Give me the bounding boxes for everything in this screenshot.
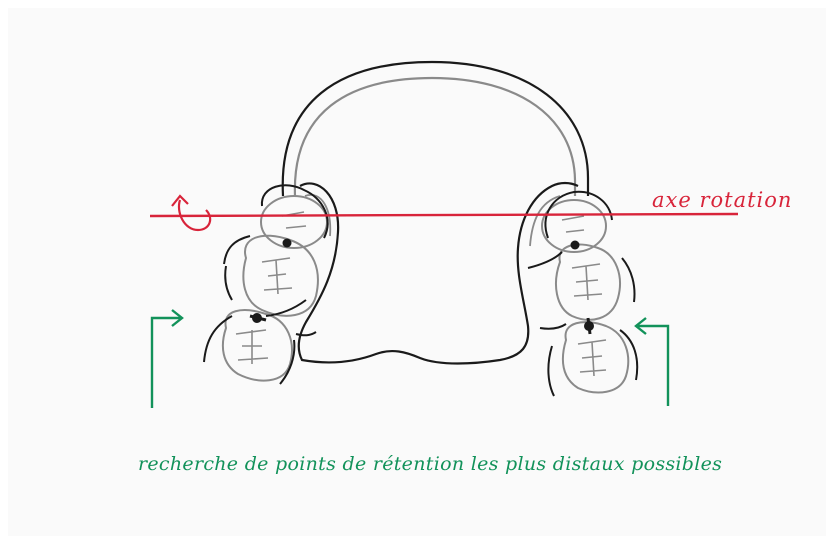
palatal-arch-inner [293, 76, 577, 197]
retention-point-right-premolar [570, 240, 580, 250]
left-teeth [203, 184, 329, 385]
left-premolar-outline [260, 184, 329, 239]
connector-inner-rim [304, 194, 561, 247]
rotation-axis-line [149, 212, 739, 218]
rotation-arrow-icon [177, 199, 212, 232]
paper-sheet [8, 8, 826, 536]
left-premolar-tooth [260, 195, 328, 249]
right-premolar-tooth [541, 199, 607, 253]
right-molar-1-tooth [555, 243, 621, 321]
retention-point-left-premolar [282, 238, 292, 248]
left-molar-1-tooth [242, 234, 319, 317]
diagram-caption: recherche de points de rétention les plu… [138, 453, 723, 475]
right-teeth [527, 190, 639, 397]
right-bracket-arrow [638, 324, 670, 406]
right-molar-2-tooth [561, 321, 630, 394]
left-molar-2-tooth [221, 309, 293, 382]
right-premolar-outline [544, 190, 613, 239]
rotation-axis-label: axe rotation [652, 188, 793, 212]
major-connector-plate [297, 181, 579, 365]
left-bracket-arrow [150, 316, 180, 408]
palatal-arch-outer [281, 60, 590, 197]
